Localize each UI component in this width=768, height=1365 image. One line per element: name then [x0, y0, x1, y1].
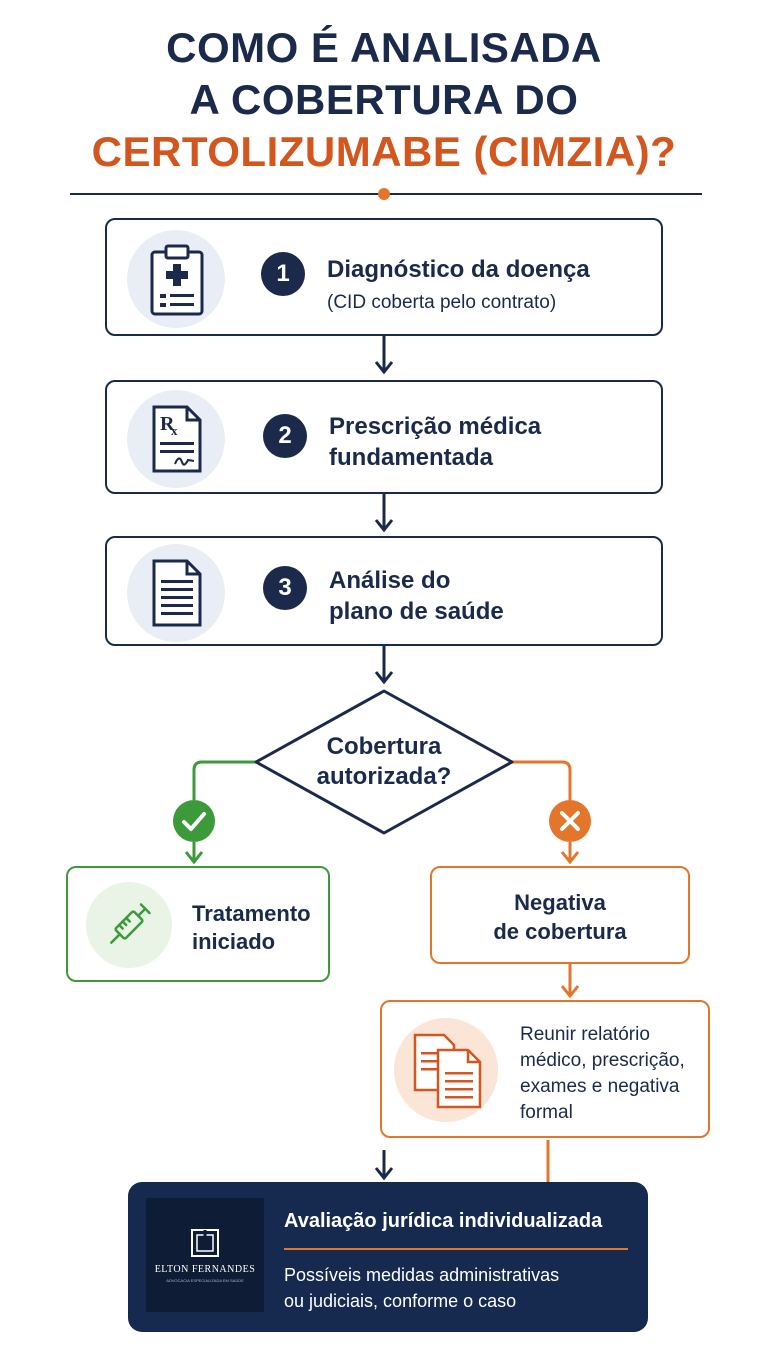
legal-divider — [284, 1248, 628, 1250]
x-icon — [560, 811, 580, 831]
svg-text:x: x — [171, 423, 178, 438]
documents-icon — [413, 1033, 482, 1109]
step-1-box: 1 Diagnóstico da doença (CID coberta pel… — [105, 218, 663, 336]
divider-dot — [378, 188, 390, 200]
documents-line-3: exames e negativa — [520, 1076, 680, 1097]
law-firm-logo: ELTON FERNANDES ADVOCACIA ESPECIALIZADA … — [146, 1198, 264, 1312]
decision-line-1: Cobertura — [326, 733, 442, 760]
title-line-2: A COBERTURA DO — [189, 76, 579, 123]
yes-badge — [173, 800, 215, 842]
document-icon — [152, 559, 202, 627]
step-3-icon-circle — [127, 544, 225, 642]
decision-line-2: autorizada? — [316, 763, 452, 790]
documents-line-1: Reunir relatório — [520, 1024, 650, 1045]
step-2-number: 2 — [263, 414, 307, 458]
decision-diamond — [254, 689, 514, 835]
step-3-box: 3 Análise do plano de saúde — [105, 536, 663, 646]
title-line-1: COMO É ANALISADA — [166, 24, 602, 71]
step-3-title-line-1: Análise do — [329, 567, 451, 594]
legal-evaluation-box: ELTON FERNANDES ADVOCACIA ESPECIALIZADA … — [128, 1182, 648, 1332]
documents-box: Reunir relatório médico, prescrição, exa… — [380, 1000, 710, 1138]
step-2-title-line-2: fundamentada — [329, 444, 494, 471]
svg-text:R: R — [160, 413, 175, 435]
denial-line-2: de cobertura — [493, 919, 627, 944]
treatment-label: Tratamento iniciado — [192, 900, 311, 956]
step-1-subtitle: (CID coberta pelo contrato) — [327, 292, 557, 313]
step-1-number: 1 — [261, 252, 305, 296]
treatment-line-2: iniciado — [192, 929, 276, 954]
step-3-title-line-2: plano de saúde — [329, 598, 504, 625]
syringe-icon — [110, 903, 151, 944]
legal-title: Avaliação jurídica individualizada — [284, 1210, 603, 1232]
logo-name: ELTON FERNANDES — [154, 1264, 256, 1275]
legal-line-2: ou judiciais, conforme o caso — [284, 1291, 517, 1311]
decision-label: Cobertura autorizada? — [253, 732, 515, 792]
treatment-started-box: Tratamento iniciado — [66, 866, 330, 982]
denial-label: Negativa de cobertura — [432, 888, 688, 946]
documents-label: Reunir relatório médico, prescrição, exa… — [520, 1022, 685, 1126]
step-2-icon-circle: R x — [127, 390, 225, 488]
logo-mark-icon — [191, 1229, 219, 1257]
denial-box: Negativa de cobertura — [430, 866, 690, 964]
documents-line-4: formal — [520, 1102, 573, 1123]
denial-line-1: Negativa — [514, 890, 606, 915]
step-2-title-line-1: Prescrição médica — [329, 413, 542, 440]
prescription-icon: R x — [152, 405, 202, 473]
no-badge — [549, 800, 591, 842]
documents-icon-circle — [394, 1018, 498, 1122]
step-2-box: R x 2 Prescrição médica fundamentada — [105, 380, 663, 494]
logo-tagline: ADVOCACIA ESPECIALIZADA EM SAÚDE — [166, 1278, 244, 1283]
treatment-line-1: Tratamento — [192, 901, 311, 926]
title-line-3: CERTOLIZUMABE (CIMZIA)? — [91, 128, 677, 175]
check-icon — [182, 812, 206, 831]
legal-line-1: Possíveis medidas administrativas — [284, 1265, 560, 1285]
documents-line-2: médico, prescrição, — [520, 1050, 685, 1071]
step-3-number: 3 — [263, 566, 307, 610]
step-1-icon-circle — [127, 230, 225, 328]
syringe-icon-circle — [86, 882, 172, 968]
legal-description: Possíveis medidas administrativas ou jud… — [284, 1262, 559, 1314]
step-1-title: Diagnóstico da doença — [327, 256, 590, 283]
clipboard-medical-icon — [150, 244, 204, 316]
